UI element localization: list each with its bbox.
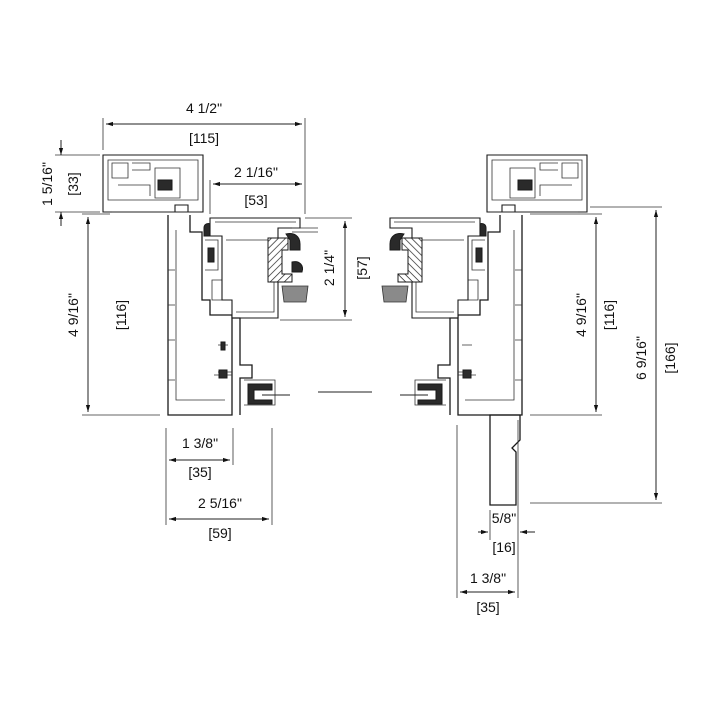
dim-bottom-left-b-in: 2 5/16"	[198, 495, 242, 511]
dim-right-height-mm: [116]	[601, 300, 617, 330]
dim-glass-height-mm: [57]	[354, 256, 370, 279]
dim-sash-width-mm: [53]	[244, 192, 267, 208]
dim-bottom-left-a-in: 1 3/8"	[182, 435, 218, 451]
dim-glass-height-in: 2 1/4"	[321, 250, 337, 286]
dimension-lines	[55, 118, 662, 598]
dim-bottom-right-b-in: 1 3/8"	[470, 570, 506, 586]
dim-bottom-left-b-mm: [59]	[208, 525, 231, 541]
right-frame-profile	[381, 154, 588, 416]
right-sill-extension	[489, 414, 521, 506]
dim-overall-height-mm: [166]	[662, 342, 678, 373]
left-frame-profile	[102, 154, 318, 416]
dim-bottom-right-a-in: 5/8"	[492, 510, 516, 526]
dim-top-width-mm: [115]	[189, 130, 219, 146]
dim-bottom-right-b-mm: [35]	[476, 599, 499, 615]
dim-head-height-in: 1 5/16"	[39, 162, 55, 206]
dim-head-height-mm: [33]	[65, 172, 81, 195]
dim-overall-height-in: 6 9/16"	[633, 336, 649, 380]
dim-top-width-in: 4 1/2"	[186, 100, 222, 116]
dim-sash-width-in: 2 1/16"	[234, 164, 278, 180]
dim-left-height-mm: [116]	[113, 300, 129, 330]
dim-bottom-right-a-mm: [16]	[492, 539, 515, 555]
dim-left-height-in: 4 9/16"	[65, 293, 81, 337]
dim-bottom-left-a-mm: [35]	[188, 464, 211, 480]
dim-right-height-in: 4 9/16"	[573, 293, 589, 337]
